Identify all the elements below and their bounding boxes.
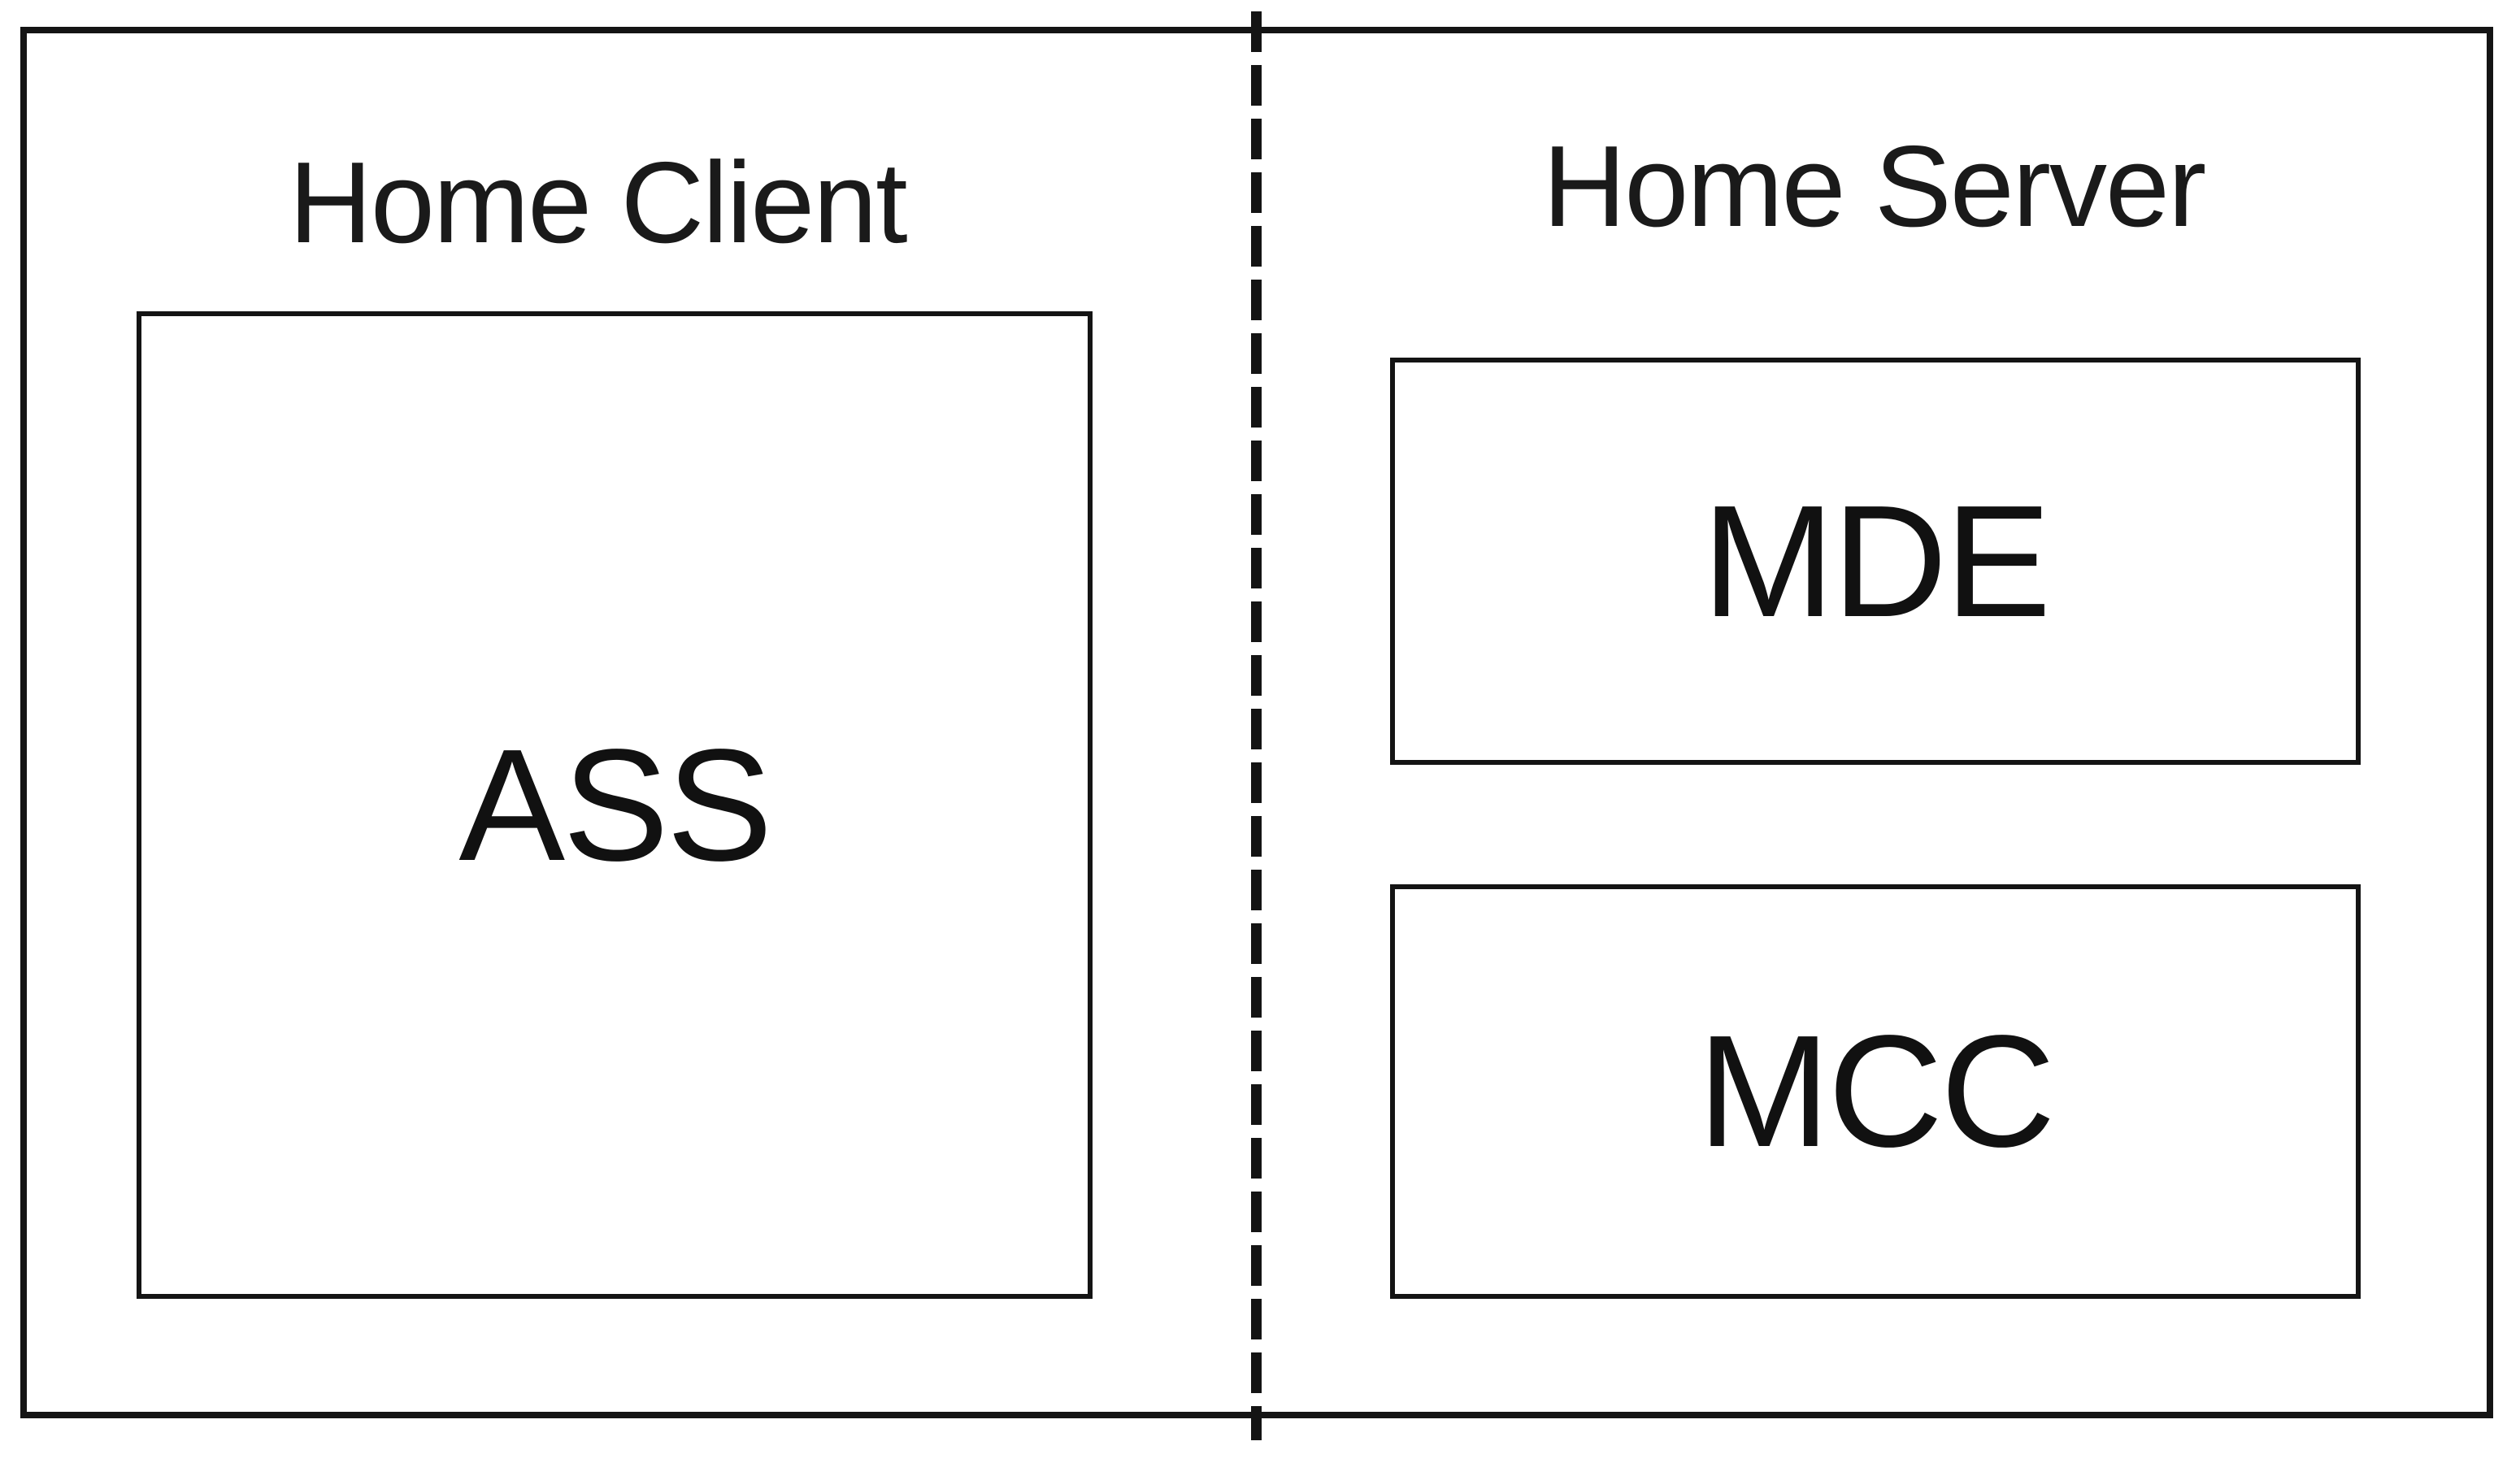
mde-box: MDE	[1390, 358, 2361, 765]
mde-box-label: MDE	[1701, 471, 2052, 650]
client-server-divider-dashed-line	[1251, 11, 1262, 1440]
home-client-panel-title: Home Client	[289, 138, 907, 267]
mcc-box: MCC	[1390, 884, 2361, 1299]
ass-box: ASS	[137, 311, 1093, 1299]
mcc-box-label: MCC	[1697, 1002, 2055, 1180]
home-server-panel-title: Home Server	[1542, 122, 2206, 251]
ass-box-label: ASS	[458, 715, 772, 894]
